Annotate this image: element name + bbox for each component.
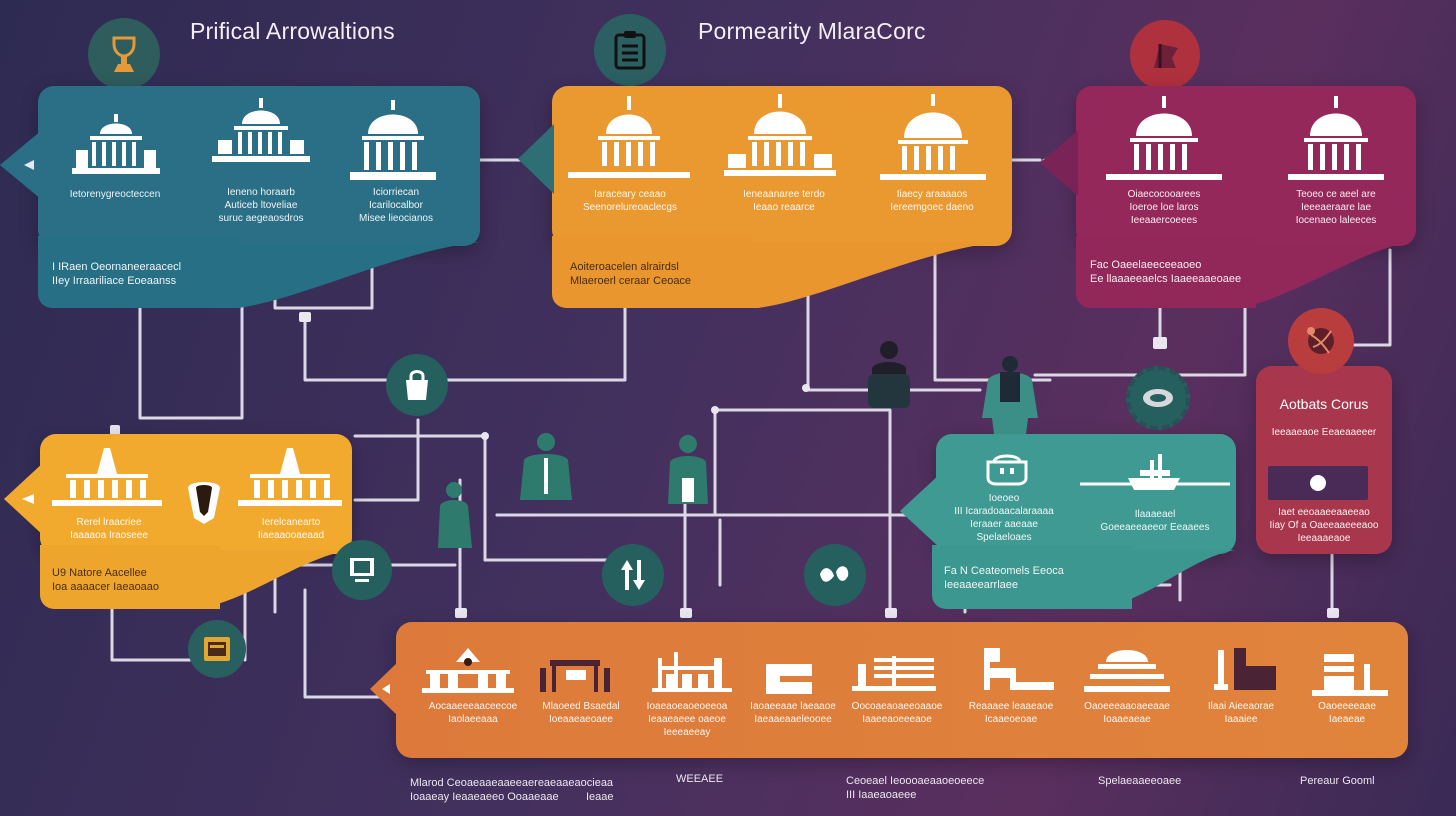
bottom-note-1: Mlarod Ceoaeaaeaaeeaereaeaaeaocieaa Ioaa…: [410, 777, 614, 803]
teal-mid-item-2-label: Ilaaaeael Goeeaeeaeeor Eeaaees: [1100, 509, 1210, 533]
gear-node[interactable]: [1126, 366, 1190, 430]
butterfly-node[interactable]: [804, 544, 866, 606]
teal-top-footer: I IRaen Oeornaneeraacecl IIey Irraarilia…: [52, 261, 182, 287]
bottom-item-4-label: Iaoaeeaae laeaaoe Iaeaaeaaeleooee: [750, 701, 836, 725]
magenta-top-footer: Fac Oaeelaeeceeaoeo Ee llaaaeeaelcs Iaae…: [1090, 259, 1242, 285]
step-machine-icon: [984, 648, 1054, 690]
panel-yellow-mid-swoosh: [150, 550, 350, 608]
ship-icon: [1080, 454, 1230, 490]
bottom-note-4: Ceoeael Ieoooaeaaoeoeece III Iaaeaoaeee: [846, 775, 985, 801]
flag-icon: [1154, 44, 1178, 68]
panel-red-side: [1256, 366, 1392, 554]
teal-mid-item-1-label: Ioeoeo III Icaradoaacalaraaaa Ieraaer aa…: [954, 493, 1054, 543]
bag-node[interactable]: [386, 354, 448, 416]
trophy-node: [88, 18, 160, 90]
house-icon: [422, 648, 514, 693]
bottom-note-3: WEEAEE: [676, 773, 724, 785]
teal-top-item-2-label: Ieneno horaarb Auticeb ltoveliae suruc a…: [218, 187, 304, 224]
fence-icon: [852, 656, 936, 691]
person-coat-icon: [982, 356, 1038, 434]
bottom-item-1-label: Aocaaeeeaaceecoe Iaolaeeaaa: [428, 701, 518, 725]
orange-top-footer: Aoiteroacelen alrairdsl Mlaeroerl ceraar…: [570, 261, 692, 287]
yellow-left-arrow-tab: [4, 462, 44, 536]
flag-node: [1130, 20, 1200, 90]
bottom-note-5: Spelaeaaeeoaee: [1098, 775, 1182, 787]
shield-emblem-icon: [188, 482, 220, 524]
capitol-building-icon: [880, 94, 986, 180]
bag-icon: [406, 370, 428, 400]
yellow-mid-footer: U9 Natore Aacellee Ioa aaaacer Iaeaoaao: [52, 567, 160, 593]
orange-top-item-2-label: Ieneaanaree terdo Ieaao reaarce: [743, 189, 825, 213]
gear-icon: [1143, 389, 1173, 407]
window-frame-icon: [766, 664, 812, 694]
teal-left-arrow-tab: [0, 130, 42, 200]
panel-teal-mid: [936, 434, 1236, 554]
person-figure-icon: [520, 433, 572, 500]
panel-teal-top-swoosh: [180, 242, 480, 308]
teal-top-item-3-label: Iciorriecan Icarilocalbor Misee lieocian…: [359, 187, 433, 224]
pavilion-building-icon: [238, 448, 342, 506]
red-side-progress-dot: [1310, 475, 1326, 491]
capitol-building-icon: [1288, 96, 1384, 180]
capitol-building-icon: [72, 114, 160, 174]
yarn-ball-node[interactable]: [1288, 308, 1354, 374]
person-figure-icon: [668, 435, 708, 504]
bottom-note-6: Pereaur Gooml: [1300, 775, 1375, 787]
bottom-item-7-label: Oaoeeeaaoaeeaae Ioaaeaeae: [1084, 701, 1170, 725]
panel-magenta-top-swoosh: [1180, 242, 1410, 308]
desk-icon: [540, 660, 610, 692]
box-icon: [204, 637, 230, 661]
person-figure-icon: [438, 482, 472, 548]
magenta-top-item-2-label: Teoeo ce aeel are Ieeeaeraare lae Iocena…: [1295, 189, 1377, 226]
magenta-left-arrow-tab: [1040, 130, 1078, 196]
bottom-item-9-label: Oaoeeeeaae Iaeaeae: [1318, 701, 1376, 725]
red-side-progress-track: [1268, 466, 1368, 500]
orange-top-item-3-label: Iiaecy araaaaos Iereemgoec daeno: [890, 189, 974, 213]
pavilion-building-icon: [52, 448, 162, 506]
bottom-item-6-label: Reaaaee leaaeaoe Icaaeoeoae: [968, 701, 1054, 725]
bottom-note-2: Ieaae: [586, 791, 614, 803]
lamp-post-icon: [1214, 648, 1276, 690]
orange-top-item-1-label: Iaraceary ceaao Seenorelureoaclecgs: [583, 189, 677, 213]
magenta-top-item-1-label: Oiaecocooarees Ioeroe loe laros Ieeaaerc…: [1127, 189, 1201, 226]
up-down-node[interactable]: [602, 544, 664, 606]
butterfly-icon: [820, 566, 849, 582]
trophy-icon: [112, 36, 136, 72]
monitor-node[interactable]: [332, 540, 392, 600]
yellow-mid-item-1-label: Rerel lraacriee Iaaaaoa Iraoseee: [70, 517, 148, 541]
bottom-item-2-label: Mlaoeed Bsaedal Ioeaaeaeoaee: [542, 701, 620, 725]
factory-icon: [652, 652, 732, 692]
clipboard-icon: [614, 31, 646, 70]
bottom-item-3-label: Ioaeaoeaoeoeeoa Ieaaeaeee oaeoe Ieeeaeea…: [646, 701, 728, 738]
pot-icon: [986, 454, 1028, 486]
orange-left-arrow-tab: [518, 124, 554, 194]
panel-teal-mid-swoosh: [1050, 550, 1235, 608]
red-side-footer: Iaet eeoaaeeaaeeao Iiay Of a Oaeeaaeeeao…: [1269, 507, 1379, 544]
bottom-item-8-label: Ilaai Aieeaorae Iaaaiee: [1207, 701, 1275, 725]
bottom-item-5-label: Oocoaeaoaeeoaaoe Iaaeeaoeeeaoe: [851, 701, 943, 725]
capitol-building-icon: [212, 98, 310, 162]
red-side-sub: Ieeaaeaoe Eeaeaaeeer: [1271, 427, 1377, 438]
person-at-desk-icon: [868, 341, 910, 408]
capitol-building-icon: [568, 96, 690, 178]
teal-top-item-1-label: Ietorenygreocteccen: [69, 189, 161, 200]
title-left: Prifical Arrowaltions: [190, 18, 395, 44]
monitor-icon: [350, 558, 374, 582]
title-center: Pormearity MlaraCorc: [698, 18, 926, 44]
teal-mid-left-arrow-tab: [900, 474, 940, 548]
stacked-panels-icon: [1312, 654, 1388, 696]
dome-stage-icon: [1084, 650, 1170, 692]
capitol-building-icon: [350, 100, 436, 180]
capitol-building-icon: [1106, 96, 1222, 180]
red-side-title: Aotbats Corus: [1279, 396, 1369, 412]
bottom-left-arrow-tab: [370, 660, 400, 718]
box-node[interactable]: [188, 620, 246, 678]
yarn-ball-icon: [1307, 327, 1334, 354]
up-down-arrows-icon: [621, 560, 645, 590]
panel-orange-top-swoosh: [700, 242, 1000, 308]
capitol-building-icon: [724, 94, 836, 176]
teal-mid-footer: Fa N Ceateomels Eeoca Ieeaaeearrlaee: [944, 565, 1064, 591]
yellow-mid-item-2-label: Ierelcanearto Iiaeaaooaeaad: [257, 517, 325, 541]
clipboard-node: [594, 14, 666, 86]
